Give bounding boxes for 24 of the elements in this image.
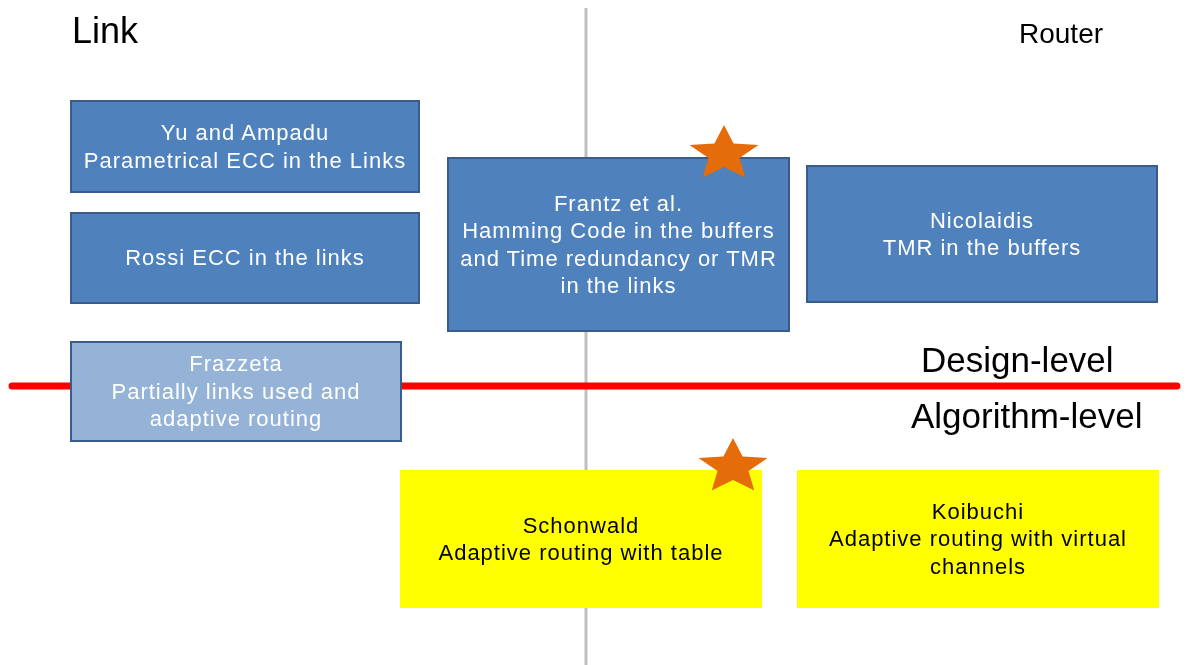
- research-box: [447, 157, 790, 332]
- level-label: Design-level: [921, 340, 1114, 380]
- description-text: TMR in the buffers: [882, 234, 1082, 262]
- description-text: Parametrical ECC in the Links: [83, 146, 407, 174]
- author-name: Yu and Ampadu: [160, 119, 330, 147]
- research-box: [806, 165, 1158, 303]
- axis-label: Router: [1019, 18, 1104, 50]
- description-text: Adaptive routing with virtual channels: [828, 525, 1128, 581]
- description-text: Partially links used and adaptive routing: [110, 377, 362, 433]
- research-box: [797, 470, 1159, 608]
- author-name: Schonwald: [522, 511, 640, 539]
- description-text: Adaptive routing with table: [438, 539, 724, 567]
- author-name: Koibuchi: [931, 497, 1025, 526]
- description-text: Rossi ECC in the links: [125, 244, 365, 272]
- research-box: [70, 341, 402, 442]
- author-name: Frazzeta: [189, 350, 283, 378]
- research-box: [70, 100, 420, 193]
- author-name: Nicolaidis: [929, 206, 1035, 234]
- author-name: Frantz et al.: [553, 189, 684, 217]
- research-box: [70, 212, 420, 304]
- axis-label: Link: [72, 10, 139, 52]
- level-label: Algorithm-level: [911, 396, 1143, 436]
- research-box: [400, 470, 762, 608]
- description-text: Hamming Code in the buffers and Time redundancy or TMR in the links: [459, 217, 778, 300]
